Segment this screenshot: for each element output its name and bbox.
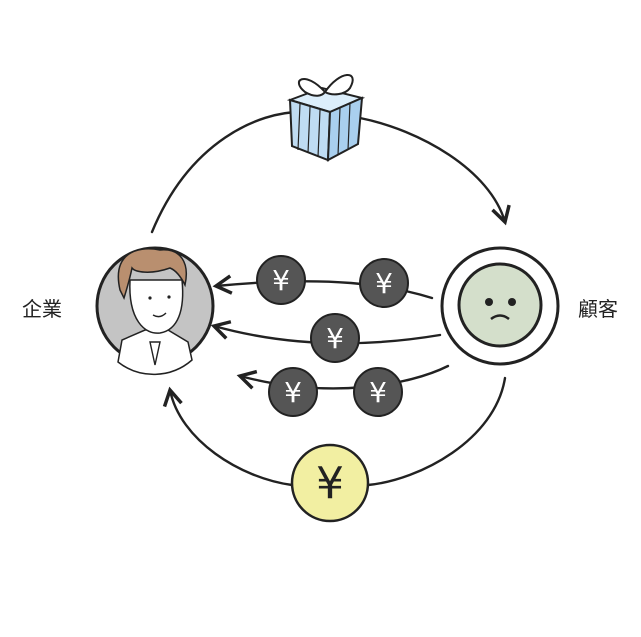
bottom-flow-arrow	[170, 378, 507, 487]
coin-symbol: ¥	[326, 322, 344, 355]
coin-symbol: ¥	[284, 376, 302, 409]
coin: ¥	[310, 313, 360, 363]
customer-label: 顧客	[578, 297, 618, 321]
coin-symbol: ¥	[375, 267, 393, 300]
coin: ¥	[256, 255, 306, 305]
gift-icon	[286, 74, 366, 162]
svg-text:¥: ¥	[316, 458, 344, 509]
coin: ¥	[359, 258, 409, 308]
coin: ¥	[353, 367, 403, 417]
company-label: 企業	[22, 297, 62, 321]
yellow-coin: ¥	[290, 443, 370, 523]
coin-symbol: ¥	[272, 264, 290, 297]
payment-line-1	[212, 274, 434, 300]
customer-face	[440, 246, 560, 366]
coin: ¥	[268, 367, 318, 417]
coin-symbol: ¥	[369, 376, 387, 409]
top-flow-arrow	[150, 110, 505, 232]
company-avatar	[95, 246, 215, 376]
